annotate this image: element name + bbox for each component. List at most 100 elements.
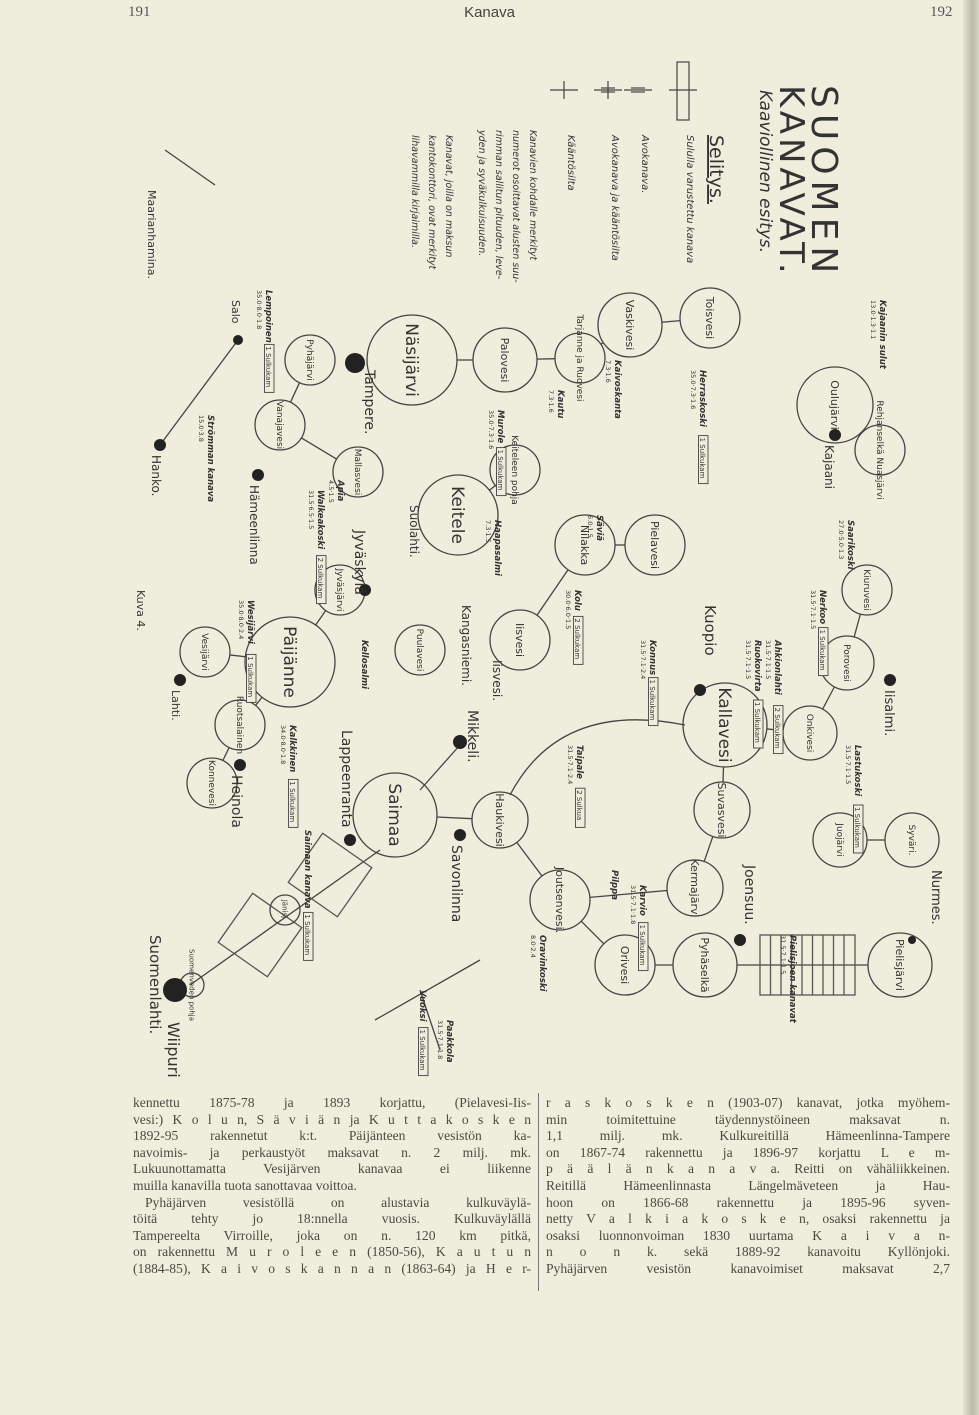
lock-count: 1 Sulkukam	[818, 630, 826, 671]
town-dot	[345, 353, 365, 373]
town-dot	[252, 469, 264, 481]
lake-circle	[489, 444, 541, 496]
lake-label: Oulujärvi	[828, 380, 841, 430]
canal-name: Apia	[335, 479, 345, 502]
canal-dimensions: 35.0·7.3·1.6	[689, 370, 697, 409]
text-line: töitä tehty jo 18:nnella vuosis. Kulkuvä…	[133, 1211, 531, 1227]
lake: Syväri.	[884, 812, 940, 868]
lock-box	[316, 555, 327, 605]
legend-note-line: rimman sallitun pituuden, leve-	[493, 130, 504, 280]
lake-label: Toisvesi	[703, 296, 716, 339]
town-dot	[359, 584, 371, 596]
text-line: osaksi luonnonvoiman 1830 uurtama K a i …	[546, 1227, 950, 1243]
legend-note-line: yden ja syväkulkuisuuden.	[476, 129, 487, 256]
text-line: Reitillä Hämeenlinnasta Längelmäveteen j…	[546, 1177, 950, 1193]
canal-dimensions: 8.0·2.4	[529, 935, 537, 958]
town-label: Lappeenranta	[338, 730, 354, 828]
lock-box	[303, 911, 314, 961]
lake-circle	[812, 812, 868, 868]
town-label: Iisvesi.	[490, 660, 504, 701]
lake-circle	[352, 772, 438, 858]
town-label: Maarianhamina.	[145, 190, 158, 279]
canal-name: Vuoksi	[417, 990, 427, 1023]
lake: Pyhäjärvi	[284, 334, 336, 386]
lock-count: 1 Sulkukam	[698, 438, 706, 479]
canal-link	[853, 613, 862, 638]
lake: Pyhäselkä	[672, 932, 738, 998]
text-line: on 1867-74 rakennettu ja 1896-97 korjatt…	[546, 1144, 950, 1160]
text-column-right: r a s k o s k e n (1903-07) kanavat, jot…	[546, 1095, 950, 1278]
canal-name: Kautu	[555, 390, 565, 419]
lake-label: Suvasvesi	[715, 783, 728, 838]
lake-circle	[624, 514, 686, 576]
town-label: Mikkeli.	[464, 710, 480, 763]
lake-circle	[269, 894, 301, 926]
lake-label: Palovesi	[498, 338, 511, 383]
legend-note-line: kantokonttori, ovat merkityt	[426, 135, 437, 271]
lake: Kallavesi	[682, 682, 768, 768]
lock-count: 1 Sulkukam	[264, 346, 272, 387]
canal-link	[703, 836, 714, 862]
open-canal-swing-bridge-symbol-icon	[594, 81, 622, 99]
lake-circle	[254, 399, 306, 451]
page-number-right: 192	[930, 4, 953, 20]
lake: Keitele	[417, 474, 499, 556]
lock-box	[698, 435, 709, 485]
town-label: Salo	[229, 300, 242, 324]
lake: Pielisjärvi	[867, 932, 933, 998]
canal-name: Saimaan kanava	[302, 830, 312, 909]
lock-box	[753, 699, 764, 749]
canal-name: Kellosalmi	[359, 640, 369, 690]
text-line: r a s k o s k e n (1903-07) kanavat, jot…	[546, 1095, 950, 1110]
lake-circle	[666, 859, 724, 917]
canal-link	[488, 484, 496, 491]
canal-name: Taipale	[574, 745, 584, 779]
town: Suomenlahti.	[146, 935, 164, 1034]
lake-label: Pyhäjärvi	[304, 339, 314, 381]
lake-circle	[179, 626, 231, 678]
canal-name: Konnus	[647, 640, 657, 675]
town-label: Savonlinna	[448, 845, 464, 922]
lock-table	[287, 832, 373, 918]
lake-label: Pielavesi	[648, 521, 661, 569]
lake: Vesijärvi	[179, 626, 231, 678]
lake: Nilakka	[554, 514, 616, 576]
text-line: hoon on 1866-68 rakennettu ja 1895-96 sy…	[546, 1194, 950, 1210]
canal-name: Ruokovirta	[752, 640, 762, 692]
canal-link	[536, 569, 569, 616]
canal-dimensions: 31.5·7.1·1.5	[764, 640, 772, 679]
route-haukivesi-kallavesi	[509, 719, 686, 796]
text-line: vesi:) K o l u n, S ä v i ä n ja K u t t…	[133, 1111, 531, 1127]
lake-label: Suomenveden pohja	[188, 949, 196, 1021]
lake-circle	[417, 474, 499, 556]
town: Joensuu.	[734, 864, 757, 946]
lake-label: Iisvesi	[513, 623, 526, 657]
text-line: navoimis- ja perkaustyöt maksavat n. 2 m…	[133, 1144, 531, 1160]
town-dot	[908, 936, 916, 944]
town-dot	[734, 934, 746, 946]
lake: Ruotsalainen	[214, 696, 266, 754]
town-dot	[174, 674, 186, 686]
town-label: Kangasniemi.	[459, 605, 473, 686]
lake-circle	[366, 314, 458, 406]
lock-count: 2 Sulkukam	[316, 558, 324, 599]
lake: Konnevesi	[186, 757, 238, 809]
canal-dimensions: 34.0·8.0·1.8	[279, 725, 287, 764]
canal-name: Walkeakoski	[315, 490, 325, 550]
canal-name: Säviä	[594, 515, 604, 541]
text-line: Lukuunottamatta Vesijärven kanavaa ei li…	[133, 1161, 531, 1177]
lake-label: Näsijärvi	[401, 323, 421, 397]
town-label: Iisalmi.	[881, 690, 896, 736]
lock-count: 1 Sulkukam	[303, 914, 311, 955]
lake: Päijänne	[244, 616, 336, 708]
vuoksi-route	[374, 959, 481, 1051]
canal-link	[255, 696, 263, 706]
canal-label: Saimaan kanava 1 Sulkukam	[302, 830, 314, 961]
canal-link	[722, 766, 725, 783]
